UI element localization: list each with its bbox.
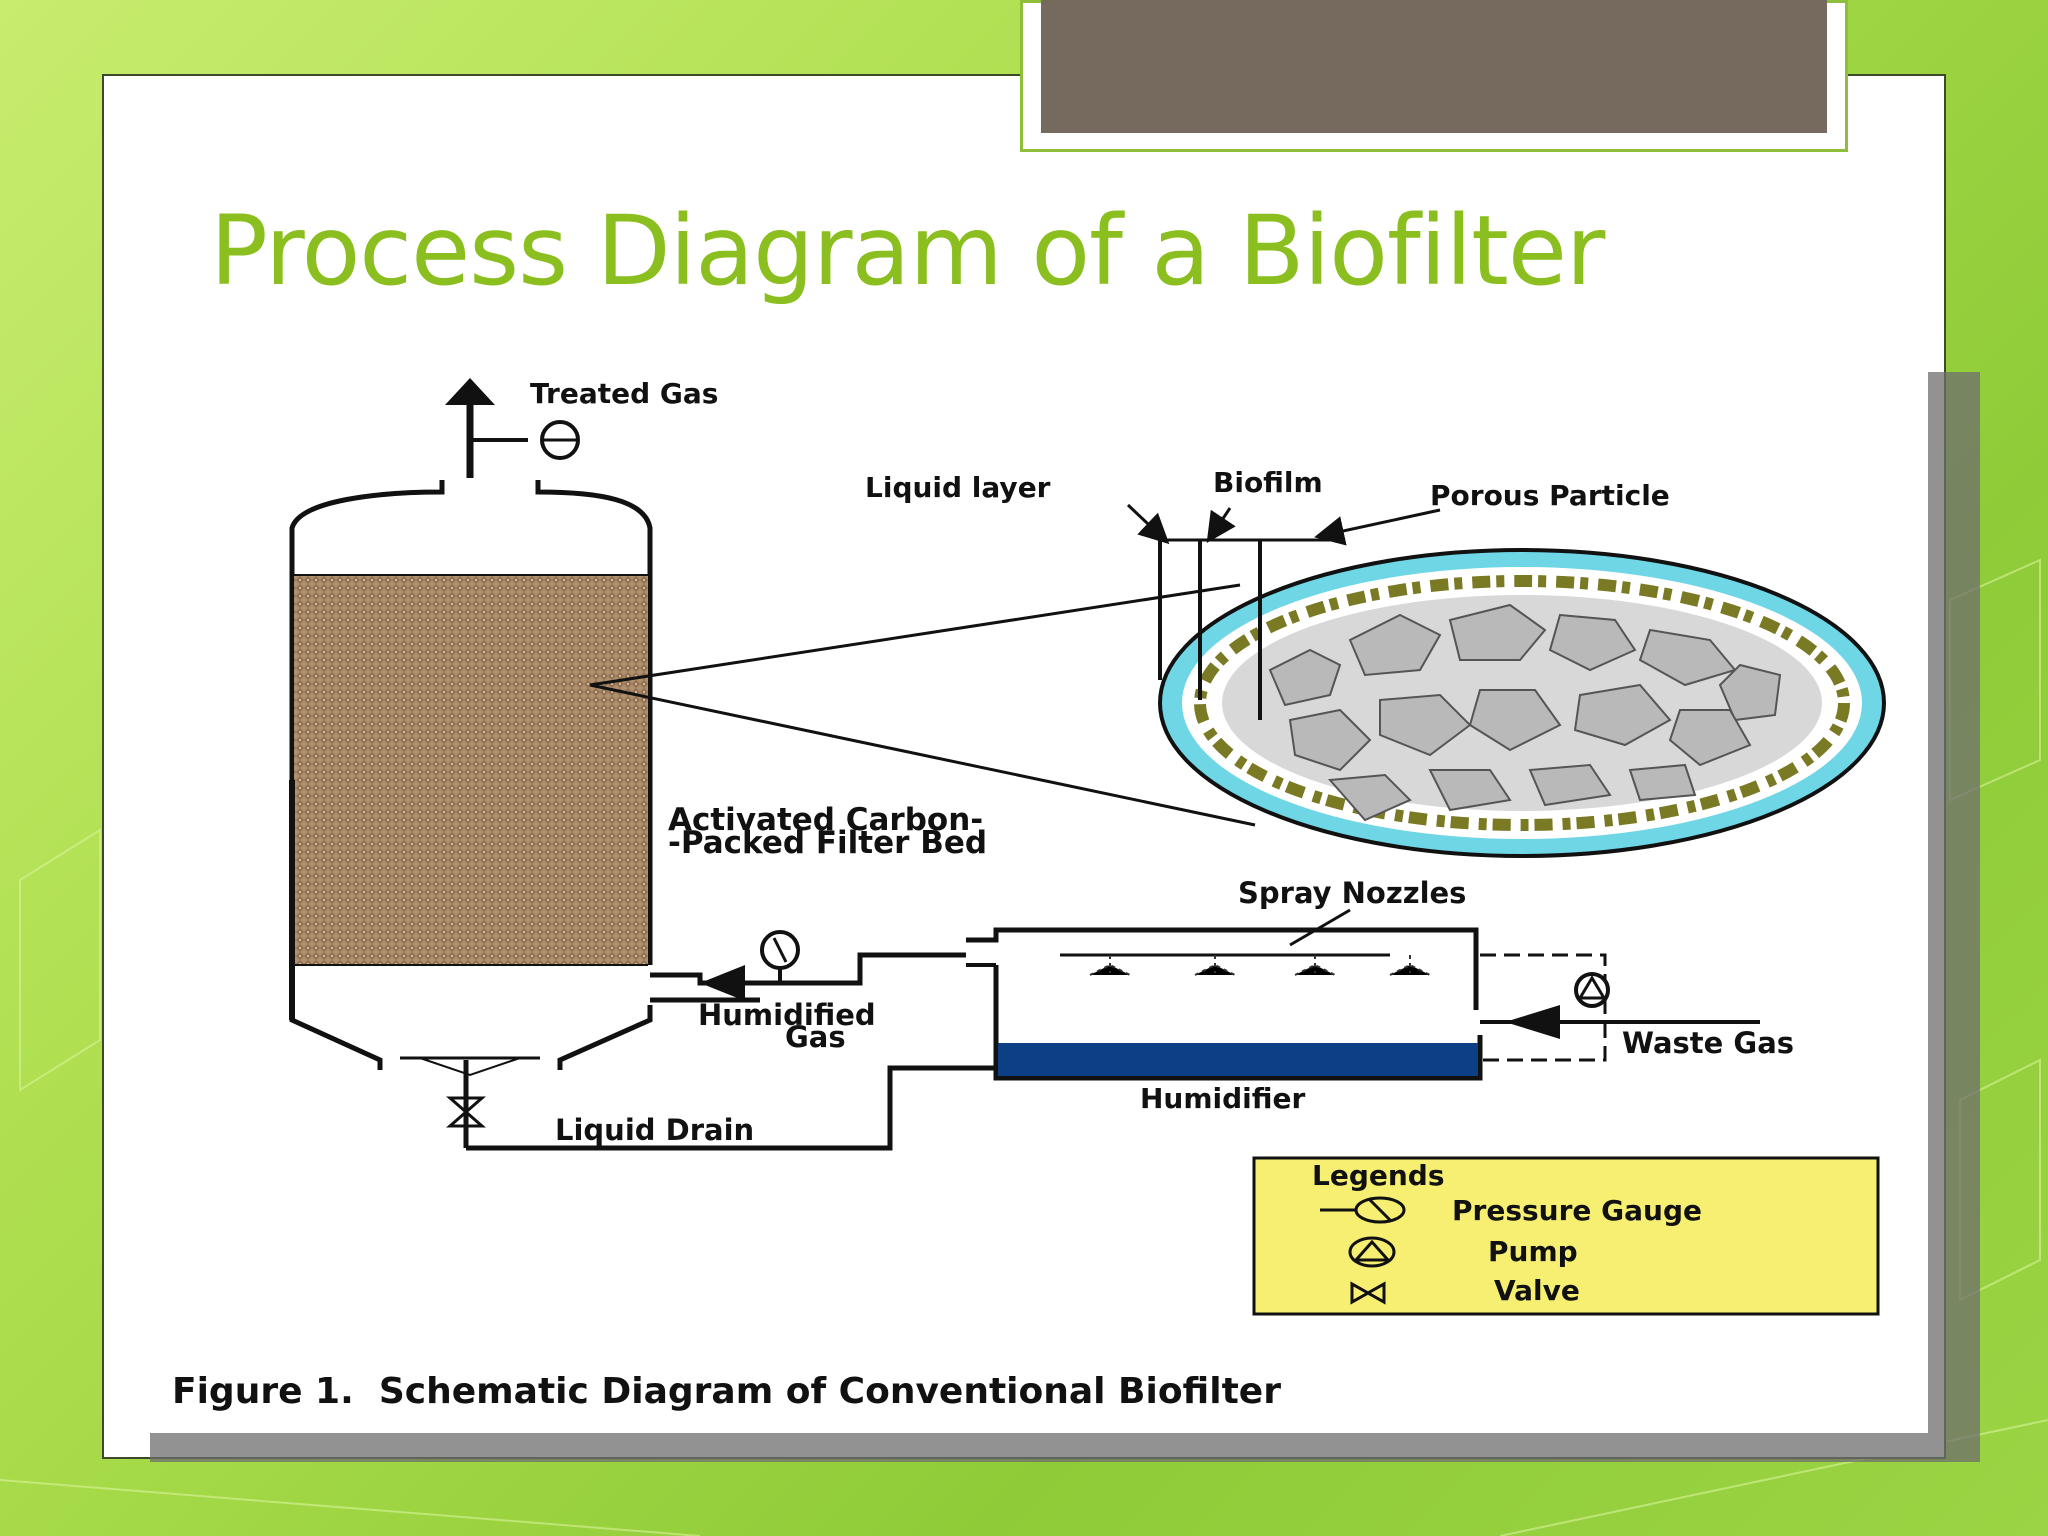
zoom-line-top [589, 583, 1241, 687]
label-porous-particle: Porous Particle [1430, 479, 1670, 512]
label-filter-bed-line1: Activated Carbon- [668, 802, 983, 838]
label-waste-gas: Waste Gas [1622, 1026, 1794, 1060]
legend-item-valve: Valve [1494, 1274, 1580, 1307]
legend-valve-icon [1350, 1281, 1386, 1305]
porous-particle-grains [1268, 603, 1782, 822]
humidifier [966, 908, 1760, 1081]
label-filter-bed-line2: -Packed Filter Bed [668, 825, 987, 861]
valve-icon [446, 1096, 486, 1128]
label-humidifier: Humidifier [1140, 1082, 1306, 1115]
label-spray-nozzles: Spray Nozzles [1238, 876, 1466, 910]
pressure-gauge-top-icon [540, 420, 580, 460]
liquid-drain-line [463, 1060, 996, 1151]
humidified-gas-line [650, 950, 966, 1003]
activated-carbon-bed [294, 575, 648, 965]
legend-pump-icon [1348, 1236, 1396, 1268]
header-tab [1041, 0, 1827, 133]
legend-pressure-gauge-icon [1320, 1196, 1406, 1224]
label-liquid-layer: Liquid layer [865, 471, 1051, 504]
label-treated-gas: Treated Gas [530, 377, 718, 410]
label-liquid-drain: Liquid Drain [555, 1113, 754, 1147]
humidifier-water [998, 1043, 1478, 1076]
pressure-gauge-icon [760, 930, 800, 970]
zoom-line-bottom [589, 683, 1256, 827]
treated-gas-outlet [445, 378, 528, 478]
label-biofilm: Biofilm [1213, 466, 1323, 499]
label-humidified-line2: Gas [785, 1020, 846, 1054]
filter-column [289, 480, 653, 1077]
legend-title: Legends [1312, 1159, 1445, 1192]
pump-icon [1574, 972, 1610, 1008]
slide-title: Process Diagram of a Biofilter [210, 195, 1605, 307]
label-humidified-line1: Humidified [698, 998, 876, 1032]
legend-item-pump: Pump [1488, 1235, 1578, 1268]
legend-box: Legends Pressure Gauge Pump Valve [1252, 1156, 1880, 1316]
porous-particle-detail [1126, 503, 1886, 858]
figure-caption: Figure 1. Schematic Diagram of Conventio… [172, 1371, 1281, 1412]
spray-nozzle-icons [1089, 955, 1431, 976]
legend-item-pressure-gauge: Pressure Gauge [1452, 1194, 1702, 1227]
